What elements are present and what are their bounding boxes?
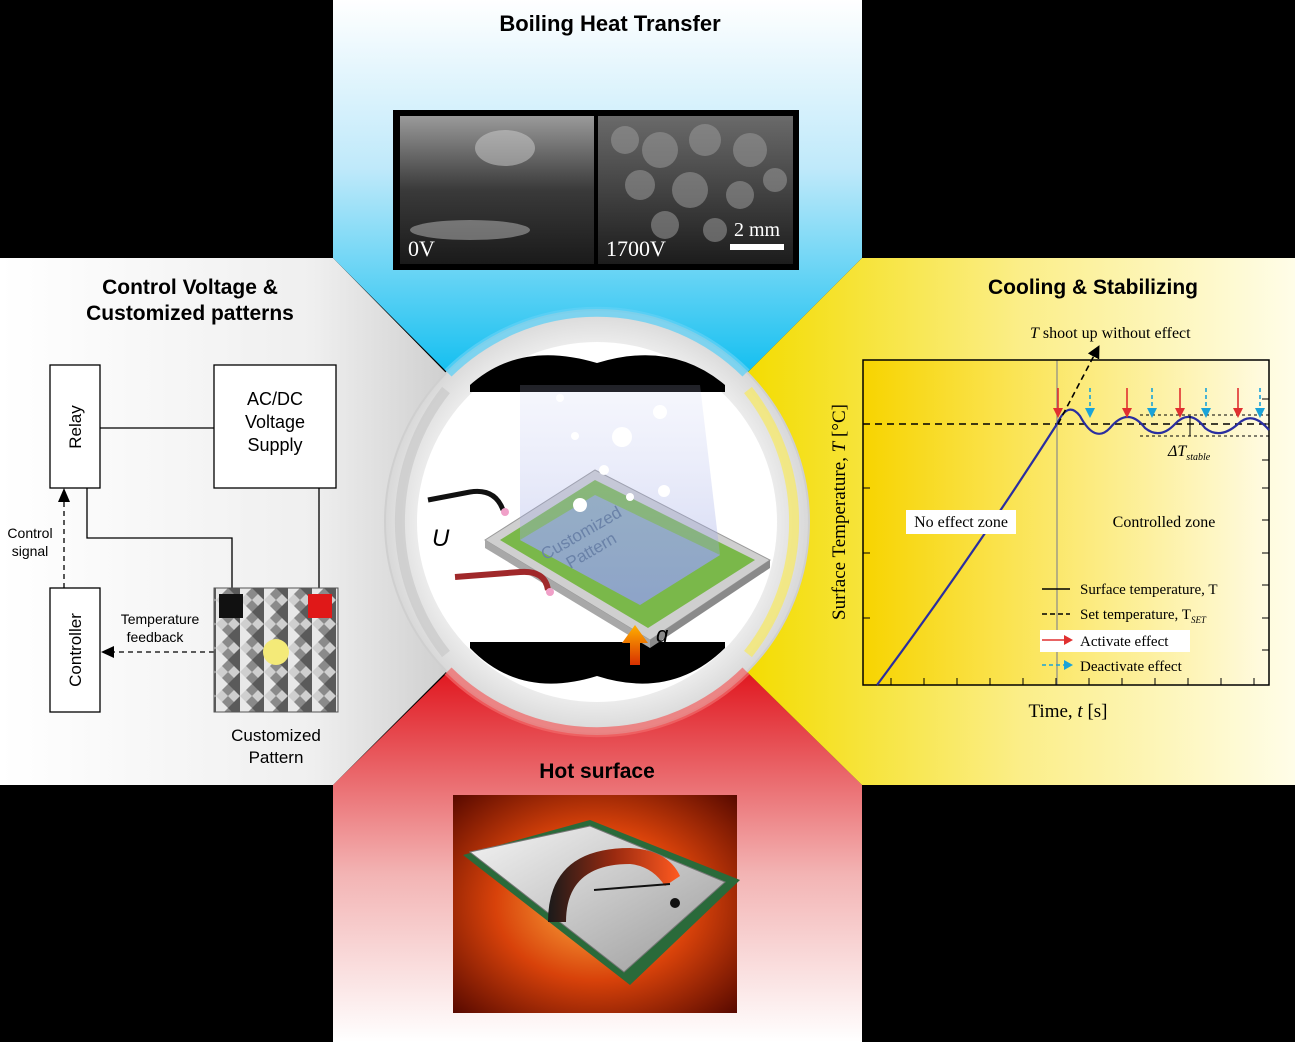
temperature-sensor-dot [263, 639, 289, 665]
feedback-label-2: feedback [127, 629, 185, 645]
customized-pattern-tile [213, 587, 339, 713]
voltage-supply-box: AC/DC Voltage Supply [213, 364, 337, 489]
left-panel-title-1: Control Voltage & [102, 276, 278, 299]
control-circuit-diagram [63, 427, 320, 653]
shoot-up-line [1057, 345, 1100, 425]
photo-label-0v: 0V [408, 236, 435, 261]
voltage-symbol: U [432, 525, 450, 552]
deactivate-arrow-head-7 [1255, 408, 1265, 418]
legend-deactivate-effect: Deactivate effect [1080, 659, 1183, 675]
pattern-electrode-red [308, 594, 332, 618]
activate-arrow-head-4 [1175, 408, 1185, 418]
chart-ylabel: Surface Temperature, T [°C] [829, 404, 850, 620]
photo-label-1700v: 1700V [606, 236, 666, 261]
left-panel-title-2: Customized patterns [86, 302, 294, 325]
legend-set-temperature: Set temperature, TSET [1080, 607, 1207, 625]
scale-bar [730, 244, 784, 250]
right-panel-title: Cooling & Stabilizing [988, 276, 1198, 299]
control-signal-label-1: Control [7, 525, 52, 541]
supply-label-1: AC/DC [247, 389, 303, 409]
center-device-illustration: U q Customized Pattern [427, 385, 771, 665]
no-effect-zone-label: No effect zone [914, 514, 1008, 531]
control-signal-arrowhead [58, 488, 70, 502]
deactivate-arrow-head-1 [1085, 408, 1095, 418]
legend-activate-effect: Activate effect [1080, 634, 1169, 650]
deactivate-arrow-head-5 [1201, 408, 1211, 418]
supply-label-3: Supply [247, 435, 302, 455]
hot-cpu-image [453, 795, 740, 1013]
scale-bar-label: 2 mm [734, 219, 781, 241]
top-panel-title: Boiling Heat Transfer [499, 11, 721, 36]
effect-arrows [1053, 388, 1265, 418]
gauge-arc [548, 848, 680, 922]
surface-temperature-curve [876, 408, 1270, 686]
activate-arrow-head-2 [1122, 408, 1132, 418]
controller-label: Controller [66, 613, 85, 687]
pattern-label-1: Customized [231, 726, 321, 745]
bottom-panel-title: Hot surface [539, 760, 655, 783]
relay-box: Relay [49, 364, 101, 489]
chart-frame [862, 359, 1270, 686]
control-signal-label-2: signal [12, 543, 49, 559]
controlled-zone-label: Controlled zone [1113, 514, 1216, 531]
legend-deactivate-arrowhead [1064, 660, 1073, 670]
activate-arrow-head-0 [1053, 408, 1063, 418]
feedback-arrowhead [101, 646, 114, 658]
boiling-photos: 0V 1700V 2 mm [393, 110, 799, 270]
chart-legend: Surface temperature, T Set temperature, … [1040, 582, 1218, 675]
droplet-shape [475, 130, 535, 166]
supply-label-2: Voltage [245, 412, 305, 432]
no-effect-zone-bg [906, 510, 1016, 534]
feedback-label-1: Temperature [121, 611, 200, 627]
legend-activate-arrowhead [1064, 635, 1073, 645]
heat-symbol: q [656, 622, 669, 647]
controller-box: Controller [49, 587, 101, 713]
chart-xlabel: Time, t [s] [1028, 701, 1107, 722]
relay-label: Relay [66, 405, 85, 449]
legend-surface-temperature: Surface temperature, T [1080, 582, 1218, 598]
deactivate-arrow-head-3 [1147, 408, 1157, 418]
shoot-up-annotation: T shoot up without effect [1030, 325, 1191, 342]
pattern-label-2: Pattern [249, 748, 304, 767]
pattern-electrode-black [219, 594, 243, 618]
activate-arrow-head-6 [1233, 408, 1243, 418]
legend-activate-bg [1040, 630, 1190, 652]
delta-t-label: ΔTstable [1167, 443, 1211, 463]
vapor-bubbles [611, 124, 787, 242]
